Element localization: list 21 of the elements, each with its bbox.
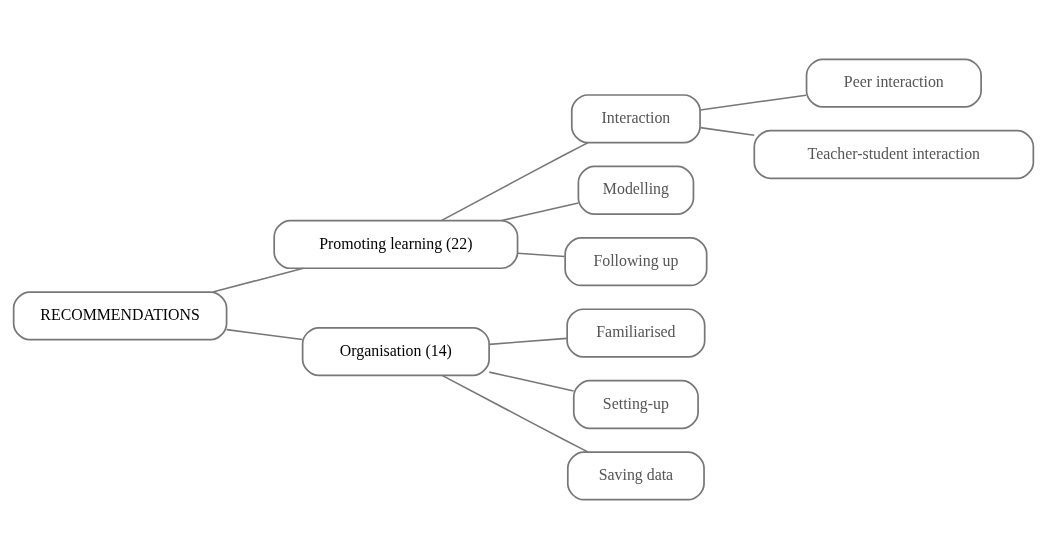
connector <box>699 93 807 111</box>
node-box: Following up <box>564 236 708 286</box>
connector <box>211 267 305 293</box>
node-box: Modelling <box>577 165 695 215</box>
connector <box>488 337 568 345</box>
connector <box>225 328 304 340</box>
node-box: Familiarised <box>566 307 706 358</box>
node-box: Teacher-student interaction <box>753 129 1035 179</box>
node-box: Promoting learning (22) <box>273 219 519 269</box>
node-box: Setting-up <box>572 379 699 429</box>
connector <box>441 374 589 453</box>
connector <box>488 370 575 392</box>
connector <box>699 126 755 136</box>
node-box: Organisation (14) <box>301 326 490 376</box>
node-box: Saving data <box>566 450 705 501</box>
node-box: Peer interaction <box>805 57 982 108</box>
node-box: Interaction <box>570 93 701 143</box>
connector <box>516 251 566 257</box>
connector <box>440 141 589 221</box>
node-box: RECOMMENDATIONS <box>12 290 228 341</box>
connector <box>500 201 580 221</box>
